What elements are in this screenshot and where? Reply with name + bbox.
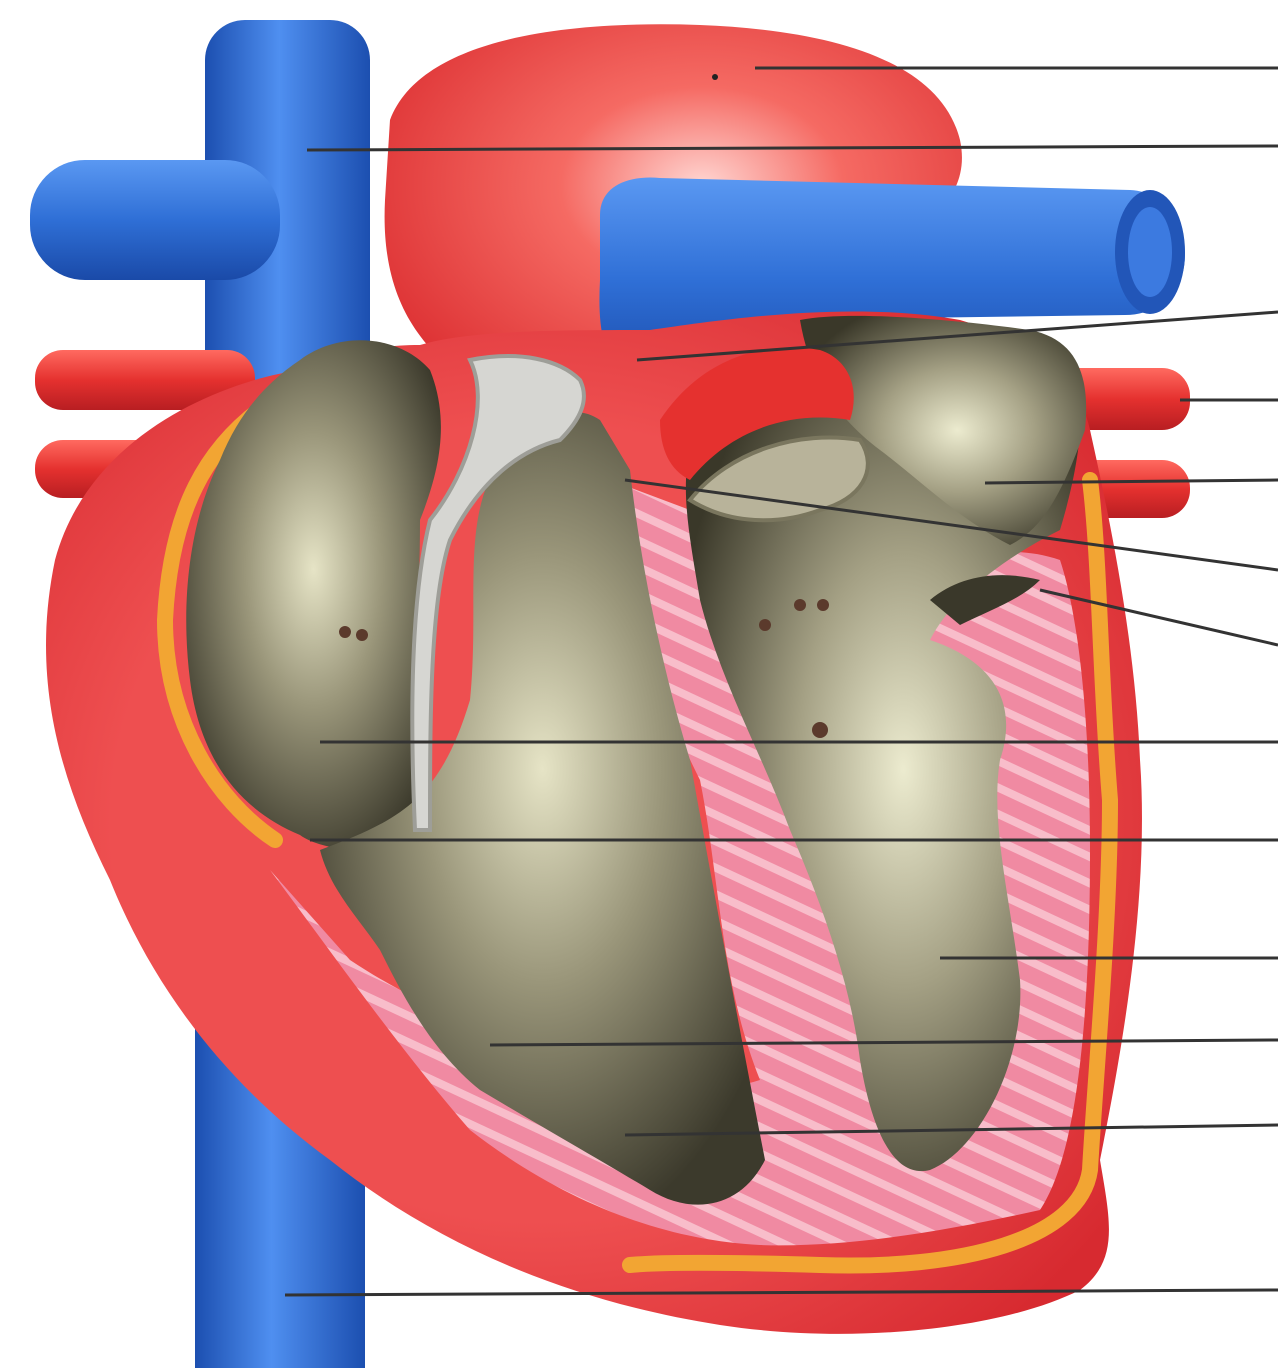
brachiocephalic-vein [30, 160, 280, 280]
leader-line-1-dot [712, 74, 718, 80]
chamber-mark [356, 629, 368, 641]
chamber-mark [794, 599, 806, 611]
chamber-mark [817, 599, 829, 611]
pulmonary-trunk-lumen [1128, 207, 1172, 297]
chamber-mark [812, 722, 828, 738]
chamber-mark [339, 626, 351, 638]
chamber-mark [759, 619, 771, 631]
